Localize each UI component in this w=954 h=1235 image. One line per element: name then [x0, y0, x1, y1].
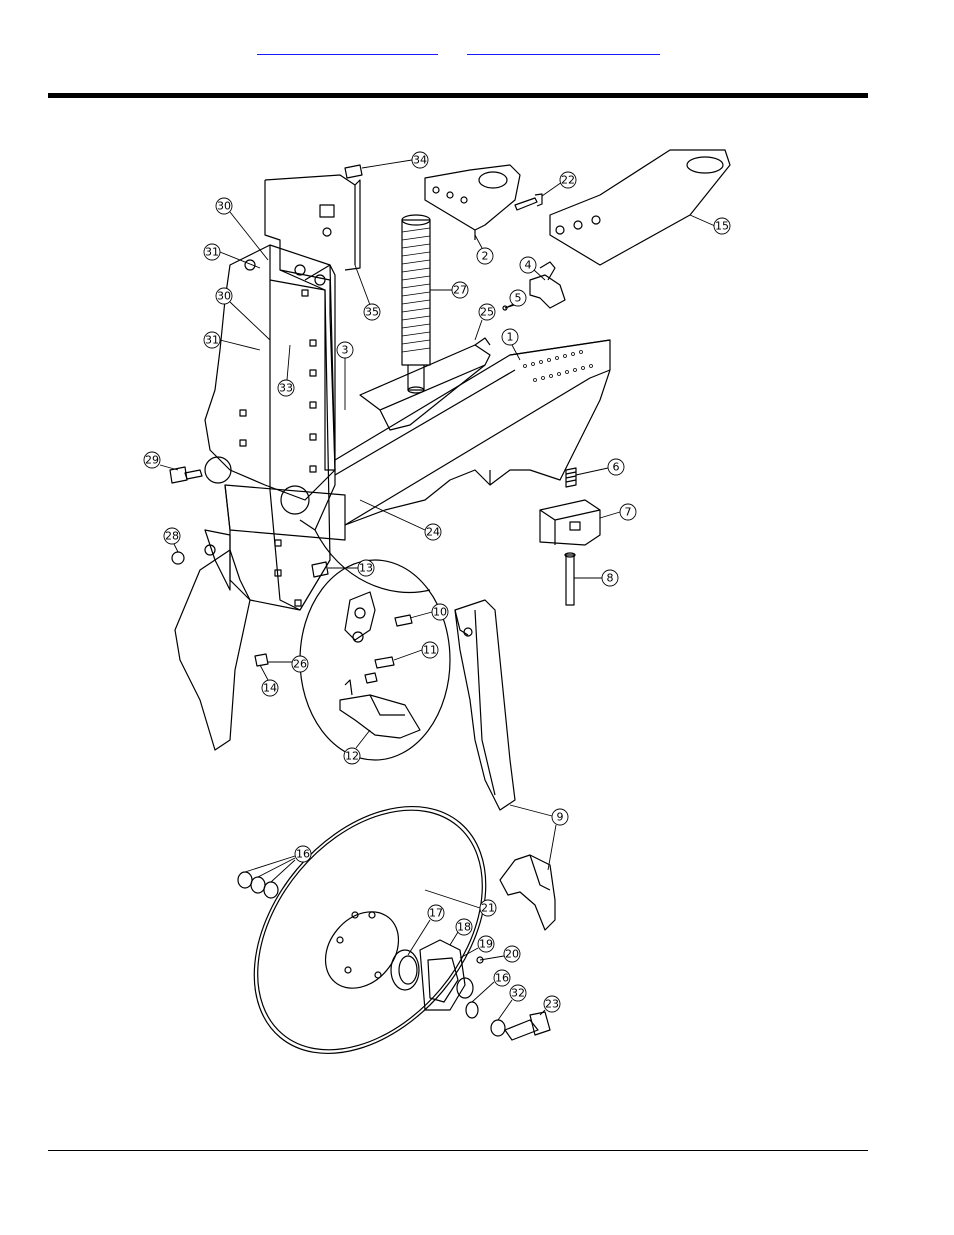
- adjust-handle: [503, 262, 600, 605]
- callout-26: 26: [293, 658, 307, 671]
- callout-5: 5: [515, 292, 522, 305]
- callout-4: 4: [525, 259, 532, 272]
- hub-assembly: [391, 940, 550, 1040]
- callout-18: 18: [457, 921, 471, 934]
- callout-27: 27: [453, 284, 467, 297]
- callout-32: 32: [511, 987, 525, 1000]
- callout-16b: 16: [495, 972, 509, 985]
- callout-35: 35: [365, 306, 379, 319]
- callout-24: 24: [426, 526, 440, 539]
- callout-29: 29: [145, 454, 159, 467]
- callout-9: 9: [557, 811, 564, 824]
- callout-31a: 31: [205, 246, 219, 259]
- callout-17: 17: [429, 907, 443, 920]
- bolts-lower: [170, 467, 328, 666]
- footer-rule: [48, 1150, 868, 1151]
- washers-16: [238, 872, 278, 898]
- callout-34: 34: [413, 154, 427, 167]
- callout-13: 13: [359, 562, 373, 575]
- base-plate: [175, 485, 345, 750]
- callout-10: 10: [433, 606, 447, 619]
- seed-tube: [455, 600, 555, 930]
- mount-bracket: [265, 175, 360, 470]
- header-link-1[interactable]: [257, 38, 438, 55]
- callout-30a: 30: [217, 200, 231, 213]
- callout-28: 28: [165, 530, 179, 543]
- callout-33: 33: [279, 382, 293, 395]
- callout-11: 11: [423, 644, 437, 657]
- spring-assembly: [360, 215, 490, 430]
- callout-6: 6: [613, 461, 620, 474]
- header-link-2[interactable]: [467, 38, 660, 55]
- main-beam: [335, 340, 610, 525]
- callout-21: 21: [481, 902, 495, 915]
- callout-3: 3: [342, 344, 349, 357]
- header-rule: [48, 93, 868, 98]
- link-plates: [425, 150, 730, 265]
- callout-30b: 30: [217, 290, 231, 303]
- callout-14: 14: [263, 682, 277, 695]
- bolts-upper: [345, 165, 542, 210]
- hub-bracket: [340, 592, 420, 738]
- callout-8: 8: [607, 572, 614, 585]
- callout-20: 20: [505, 948, 519, 961]
- callout-15: 15: [715, 220, 729, 233]
- callout-25: 25: [480, 306, 494, 319]
- callout-19: 19: [479, 938, 493, 951]
- callout-2: 2: [482, 250, 489, 263]
- callout-1: 1: [507, 331, 514, 344]
- parts-exploded-diagram: 1 2 3 4 5 6 7 8 9 10 11 12 13 14 15 16 1…: [130, 140, 740, 1080]
- callouts: [144, 152, 730, 1020]
- callout-12: 12: [345, 750, 359, 763]
- callout-16a: 16: [296, 848, 310, 861]
- callout-23: 23: [545, 998, 559, 1011]
- disc-blade: [207, 762, 533, 1080]
- callout-7: 7: [625, 506, 632, 519]
- callout-31b: 31: [205, 334, 219, 347]
- callout-22: 22: [561, 174, 575, 187]
